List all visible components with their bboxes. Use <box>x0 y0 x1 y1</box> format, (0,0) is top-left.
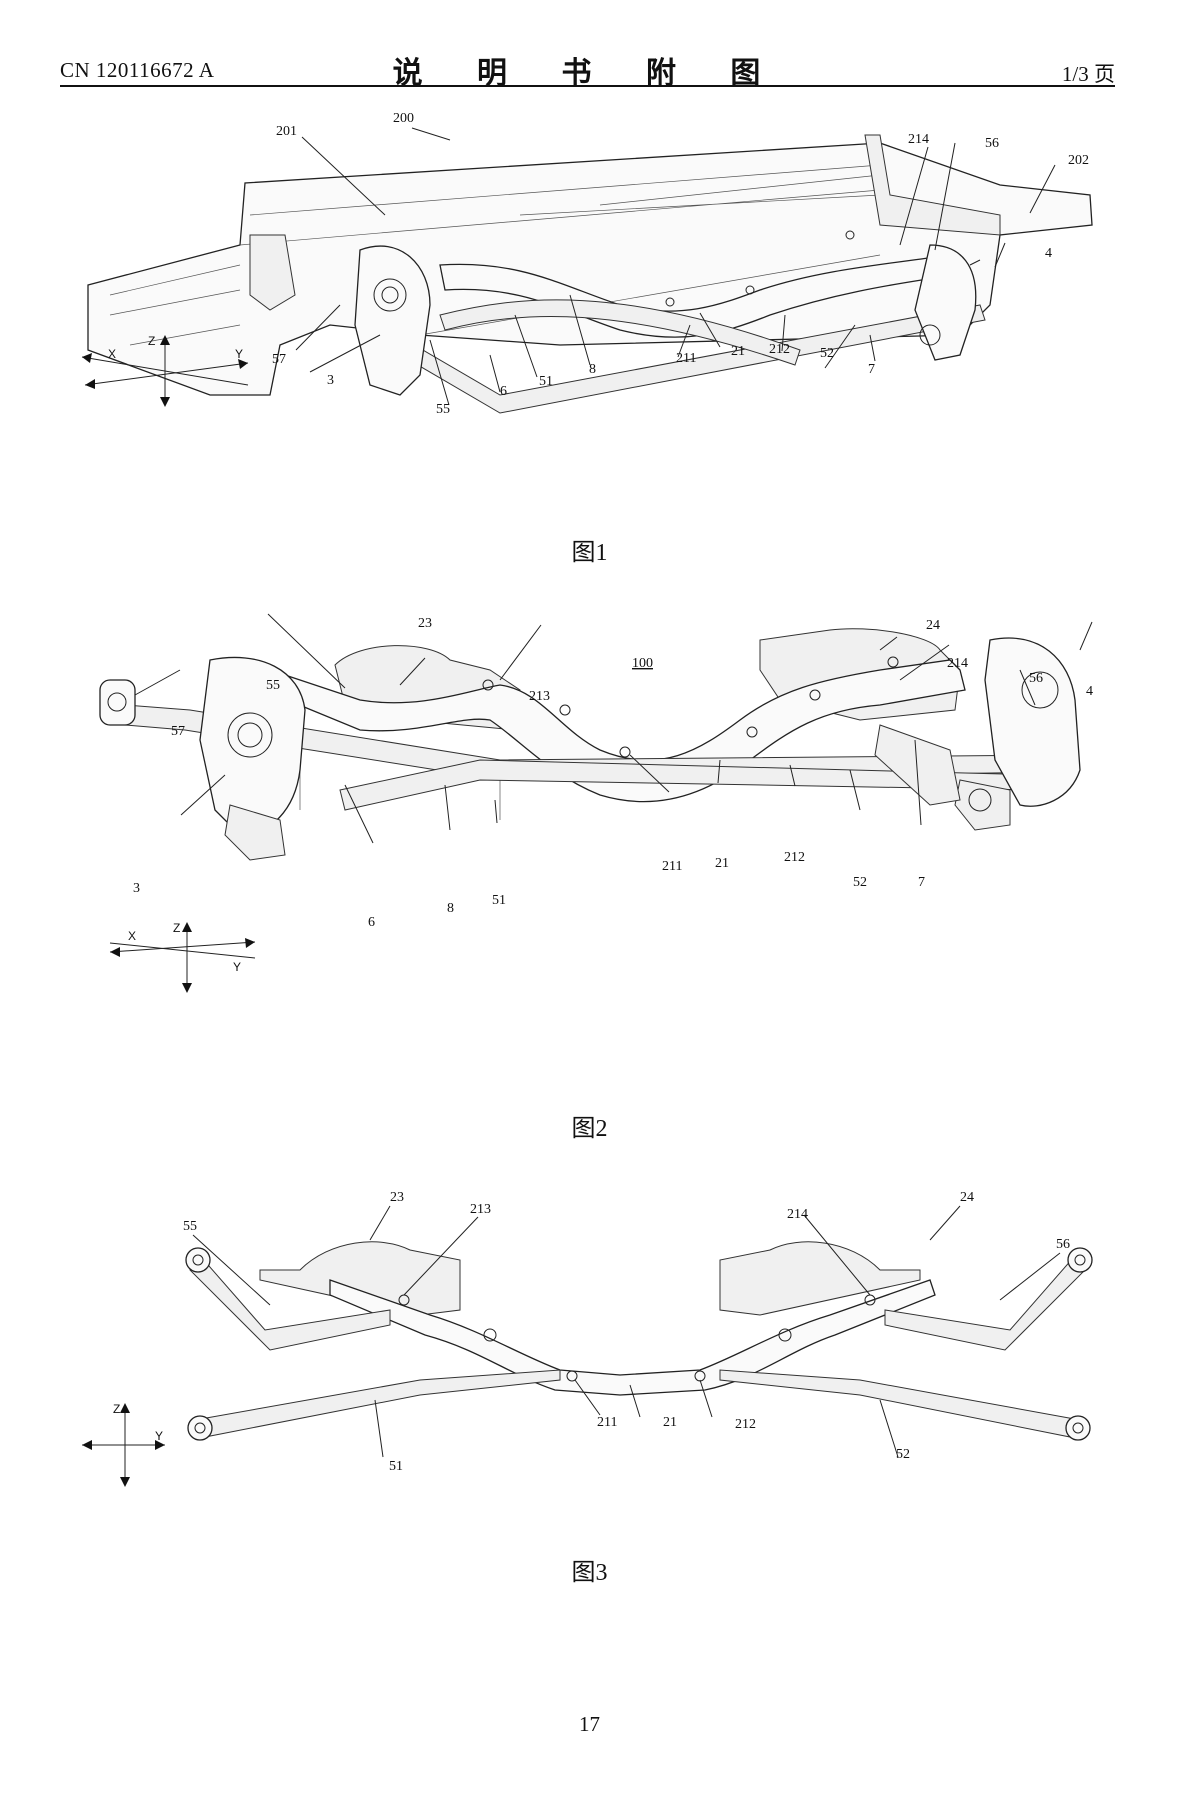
publication-number: CN 120116672 A <box>60 58 215 82</box>
page-header: CN 120116672 A 说 明 书 附 图 1/3 页 <box>60 48 1115 91</box>
figure-2-labels-2: 100 23 24 55 213 214 56 4 57 3 6 8 51 21… <box>0 540 1179 1050</box>
svg-text:7: 7 <box>868 362 875 377</box>
svg-text:52: 52 <box>820 346 834 361</box>
axis-triad: Z Y <box>82 1402 165 1487</box>
figure-2-drawing: 100 <box>99 613 1093 861</box>
svg-text:55: 55 <box>183 1219 197 1234</box>
svg-text:211: 211 <box>676 351 696 366</box>
svg-text:211: 211 <box>662 859 682 874</box>
svg-text:21: 21 <box>715 856 729 871</box>
svg-text:3: 3 <box>133 881 140 896</box>
svg-text:8: 8 <box>447 901 454 916</box>
svg-text:56: 56 <box>985 136 999 151</box>
svg-text:57: 57 <box>272 352 286 367</box>
svg-text:202: 202 <box>1068 153 1089 168</box>
figure-3-drawing: 23 24 55 213 214 56 211 21 212 51 52 Z Y <box>82 1190 1093 1487</box>
svg-text:Y: Y <box>233 960 241 974</box>
svg-text:213: 213 <box>529 689 550 704</box>
svg-text:214: 214 <box>787 1207 808 1222</box>
svg-text:213: 213 <box>470 1202 491 1217</box>
svg-text:51: 51 <box>389 1459 403 1474</box>
svg-text:100: 100 <box>632 656 653 671</box>
svg-text:6: 6 <box>368 915 375 930</box>
svg-text:211: 211 <box>597 1415 617 1430</box>
svg-text:X: X <box>108 347 116 361</box>
svg-text:Z: Z <box>173 921 180 935</box>
svg-text:201: 201 <box>276 124 297 139</box>
svg-text:21: 21 <box>663 1415 677 1430</box>
svg-text:57: 57 <box>171 724 185 739</box>
axis-triad: Z X Y <box>81 334 249 407</box>
svg-text:212: 212 <box>769 342 790 357</box>
svg-text:8: 8 <box>589 362 596 377</box>
figure-3: 23 24 55 213 214 56 211 21 212 51 52 Z Y <box>0 1180 1179 1510</box>
svg-text:24: 24 <box>960 1190 974 1205</box>
svg-text:Y: Y <box>235 347 243 361</box>
svg-text:52: 52 <box>896 1447 910 1462</box>
figure-2-caption: 图2 <box>571 1116 608 1142</box>
svg-text:51: 51 <box>539 374 553 389</box>
svg-text:7: 7 <box>918 875 925 890</box>
svg-text:23: 23 <box>390 1190 404 1205</box>
svg-text:212: 212 <box>784 850 805 865</box>
svg-text:24: 24 <box>926 618 940 633</box>
svg-text:Z: Z <box>113 1402 120 1416</box>
svg-text:55: 55 <box>436 402 450 417</box>
figure-1-drawing: 200 201 202 214 56 4 57 3 55 6 51 8 211 … <box>81 111 1093 417</box>
svg-text:55: 55 <box>266 678 280 693</box>
svg-text:4: 4 <box>1045 246 1052 261</box>
svg-text:3: 3 <box>327 373 334 388</box>
header-rule <box>60 85 1115 87</box>
svg-text:X: X <box>128 929 136 943</box>
svg-text:Z: Z <box>148 334 155 348</box>
page-indicator: 1/3 页 <box>1061 62 1115 86</box>
figure-1-caption: 图1 <box>571 540 608 566</box>
figure-3-caption: 图3 <box>571 1560 608 1586</box>
axis-triad: Z X Y <box>109 921 256 993</box>
svg-text:214: 214 <box>908 132 929 147</box>
svg-text:52: 52 <box>853 875 867 890</box>
svg-text:6: 6 <box>500 384 507 399</box>
svg-text:200: 200 <box>393 111 414 126</box>
svg-text:56: 56 <box>1056 1237 1070 1252</box>
svg-text:Y: Y <box>155 1429 163 1443</box>
svg-text:4: 4 <box>1086 684 1093 699</box>
svg-text:212: 212 <box>735 1417 756 1432</box>
figure-1: 200 201 202 214 56 4 57 3 55 6 51 8 211 … <box>0 95 1179 495</box>
svg-text:23: 23 <box>418 616 432 631</box>
svg-text:56: 56 <box>1029 671 1043 686</box>
svg-text:21: 21 <box>731 344 745 359</box>
figure-2: 100 <box>0 610 1179 1050</box>
page-number: 17 <box>579 1712 600 1736</box>
svg-text:51: 51 <box>492 893 506 908</box>
svg-text:214: 214 <box>947 656 968 671</box>
